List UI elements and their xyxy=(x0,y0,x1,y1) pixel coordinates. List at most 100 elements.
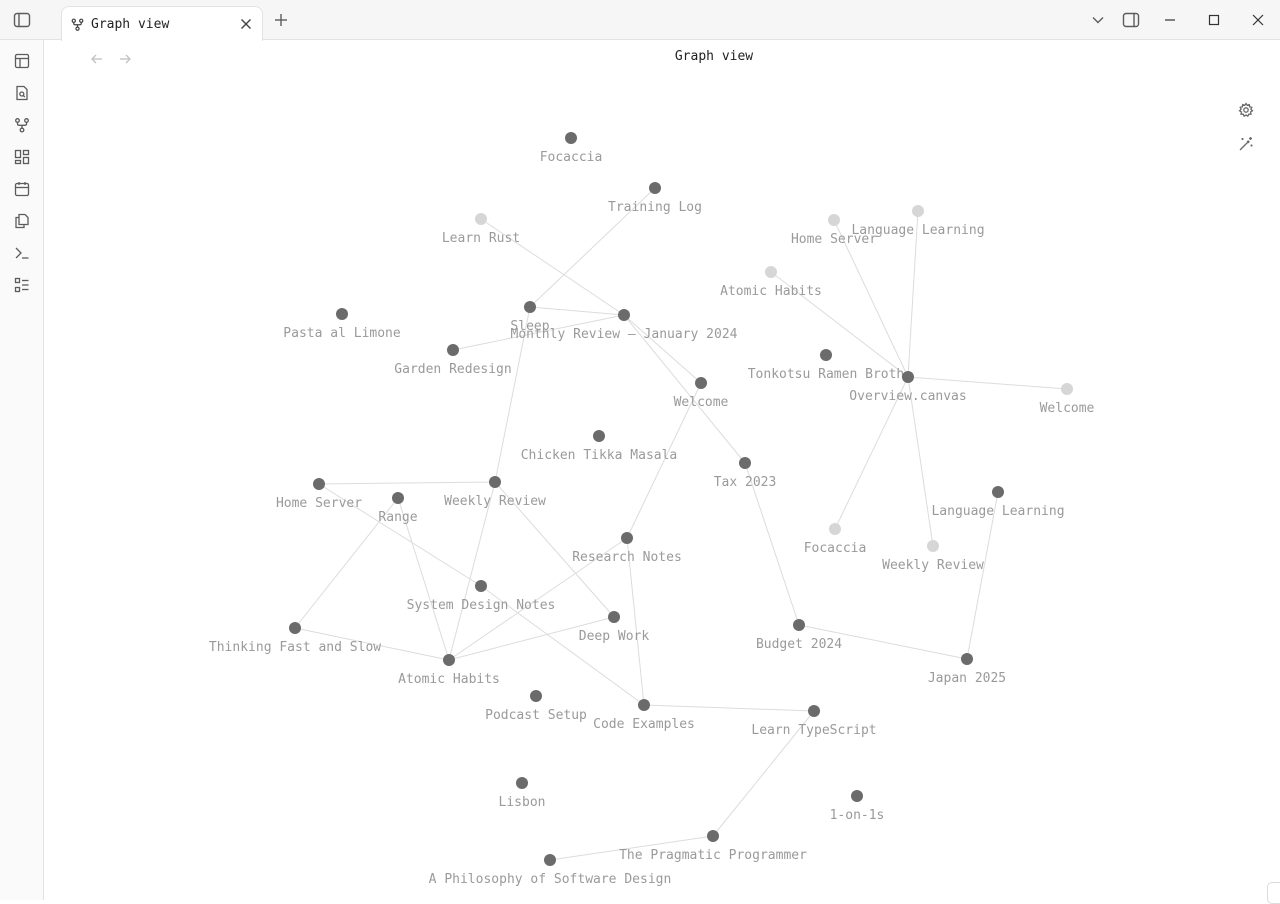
graph-node[interactable] xyxy=(565,132,577,144)
graph-node-label[interactable]: A Philosophy of Software Design xyxy=(429,872,672,887)
graph-node[interactable] xyxy=(707,830,719,842)
graph-node-label[interactable]: Atomic Habits xyxy=(398,672,500,687)
magic-wand-icon[interactable] xyxy=(1233,131,1259,157)
ribbon-graph-icon[interactable] xyxy=(9,112,35,138)
graph-node[interactable] xyxy=(336,308,348,320)
arrow-right-icon[interactable] xyxy=(114,48,136,70)
graph-node[interactable] xyxy=(447,344,459,356)
close-tab-icon[interactable] xyxy=(234,12,258,36)
graph-node-label[interactable]: Weekly Review xyxy=(444,494,546,509)
resize-handle[interactable] xyxy=(1267,882,1280,904)
graph-node[interactable] xyxy=(475,580,487,592)
graph-node[interactable] xyxy=(912,205,924,217)
minimize-icon[interactable] xyxy=(1156,6,1184,34)
graph-edge xyxy=(623,314,702,384)
ribbon-terminal-icon[interactable] xyxy=(9,240,35,266)
graph-node[interactable] xyxy=(489,476,501,488)
graph-node[interactable] xyxy=(530,690,542,702)
tab-label: Graph view xyxy=(91,16,170,32)
graph-node[interactable] xyxy=(820,349,832,361)
ribbon-copy-files-icon[interactable] xyxy=(9,208,35,234)
graph-node-label[interactable]: Language Learning xyxy=(851,223,984,238)
ribbon-calendar-icon[interactable] xyxy=(9,176,35,202)
graph-node[interactable] xyxy=(1061,383,1073,395)
graph-node[interactable] xyxy=(695,377,707,389)
graph-node-label[interactable]: Sleep xyxy=(510,319,549,334)
graph-node-label[interactable]: Learn TypeScript xyxy=(751,723,876,738)
graph-node-label[interactable]: Garden Redesign xyxy=(394,362,511,377)
graph-node-label[interactable]: 1-on-1s xyxy=(830,808,885,823)
graph-node-label[interactable]: Welcome xyxy=(674,395,729,410)
graph-node[interactable] xyxy=(392,492,404,504)
gear-icon[interactable] xyxy=(1233,97,1259,123)
chevron-down-icon[interactable] xyxy=(1086,8,1110,32)
graph-node[interactable] xyxy=(608,611,620,623)
graph-node[interactable] xyxy=(961,653,973,665)
graph-node-label[interactable]: The Pragmatic Programmer xyxy=(619,848,807,863)
graph-node-label[interactable]: Tax 2023 xyxy=(714,475,777,490)
ribbon-dashboard-icon[interactable] xyxy=(9,144,35,170)
graph-node[interactable] xyxy=(649,182,661,194)
graph-node-label[interactable]: Budget 2024 xyxy=(756,637,842,652)
graph-edge xyxy=(907,376,1068,390)
ribbon-list-icon[interactable] xyxy=(9,272,35,298)
graph-node[interactable] xyxy=(524,301,536,313)
graph-node-label[interactable]: Tonkotsu Ramen Broth xyxy=(748,367,905,382)
graph-node-label[interactable]: Pasta al Limone xyxy=(283,326,401,341)
graph-node-label[interactable]: Research Notes xyxy=(572,550,682,565)
graph-node[interactable] xyxy=(793,619,805,631)
graph-node-label[interactable]: Japan 2025 xyxy=(928,671,1006,686)
view-title: Graph view xyxy=(674,49,754,64)
maximize-icon[interactable] xyxy=(1200,6,1228,34)
graph-node[interactable] xyxy=(475,213,487,225)
arrow-left-icon[interactable] xyxy=(86,48,108,70)
graph-node-label[interactable]: Home Server xyxy=(791,232,877,247)
graph-node-label[interactable]: Training Log xyxy=(608,200,702,215)
graph-node[interactable] xyxy=(992,486,1004,498)
new-tab-icon[interactable] xyxy=(268,7,294,33)
graph-node[interactable] xyxy=(739,457,751,469)
graph-node[interactable] xyxy=(593,430,605,442)
graph-node-label[interactable]: Chicken Tikka Masala xyxy=(521,448,678,463)
graph-node[interactable] xyxy=(927,540,939,552)
graph-node[interactable] xyxy=(618,309,630,321)
graph-node[interactable] xyxy=(516,777,528,789)
graph-node[interactable] xyxy=(828,214,840,226)
graph-node-label[interactable]: Podcast Setup xyxy=(485,708,587,723)
right-sidebar-toggle-icon[interactable] xyxy=(1118,6,1144,34)
sidebar-toggle-icon[interactable] xyxy=(8,6,36,34)
graph-node-label[interactable]: Focaccia xyxy=(804,541,867,556)
graph-node-label[interactable]: Weekly Review xyxy=(882,558,984,573)
graph-node[interactable] xyxy=(443,654,455,666)
title-bar: Graph view xyxy=(0,0,1280,41)
graph-node[interactable] xyxy=(902,371,914,383)
graph-node-label[interactable]: Welcome xyxy=(1040,401,1095,416)
graph-node[interactable] xyxy=(313,478,325,490)
graph-node[interactable] xyxy=(829,523,841,535)
graph-node-label[interactable]: Code Examples xyxy=(593,717,695,732)
graph-node-label[interactable]: Atomic Habits xyxy=(720,284,822,299)
graph-node-label[interactable]: Language Learning xyxy=(931,504,1064,519)
ribbon-file-search-icon[interactable] xyxy=(9,80,35,106)
close-window-icon[interactable] xyxy=(1244,6,1272,34)
graph-node-label[interactable]: Lisbon xyxy=(499,795,546,810)
graph-node[interactable] xyxy=(808,705,820,717)
graph-node-label[interactable]: Monthly Review — January 2024 xyxy=(511,327,738,342)
graph-node-label[interactable]: Home Server xyxy=(276,496,362,511)
graph-node[interactable] xyxy=(289,622,301,634)
graph-node-label[interactable]: Thinking Fast and Slow xyxy=(209,640,381,655)
graph-node-label[interactable]: Learn Rust xyxy=(442,231,520,246)
graph-node[interactable] xyxy=(544,854,556,866)
graph-node-label[interactable]: Range xyxy=(378,510,417,525)
graph-node-label[interactable]: Overview.canvas xyxy=(849,389,966,404)
graph-node[interactable] xyxy=(851,790,863,802)
graph-node[interactable] xyxy=(638,699,650,711)
graph-node[interactable] xyxy=(765,266,777,278)
graph-node-label[interactable]: System Design Notes xyxy=(407,598,556,613)
tab-graph-view[interactable]: Graph view xyxy=(61,6,263,41)
ribbon-layout-icon[interactable] xyxy=(9,48,35,74)
graph-node-label[interactable]: Deep Work xyxy=(579,629,650,644)
graph-node-label[interactable]: Focaccia xyxy=(540,150,603,165)
graph-node[interactable] xyxy=(621,532,633,544)
